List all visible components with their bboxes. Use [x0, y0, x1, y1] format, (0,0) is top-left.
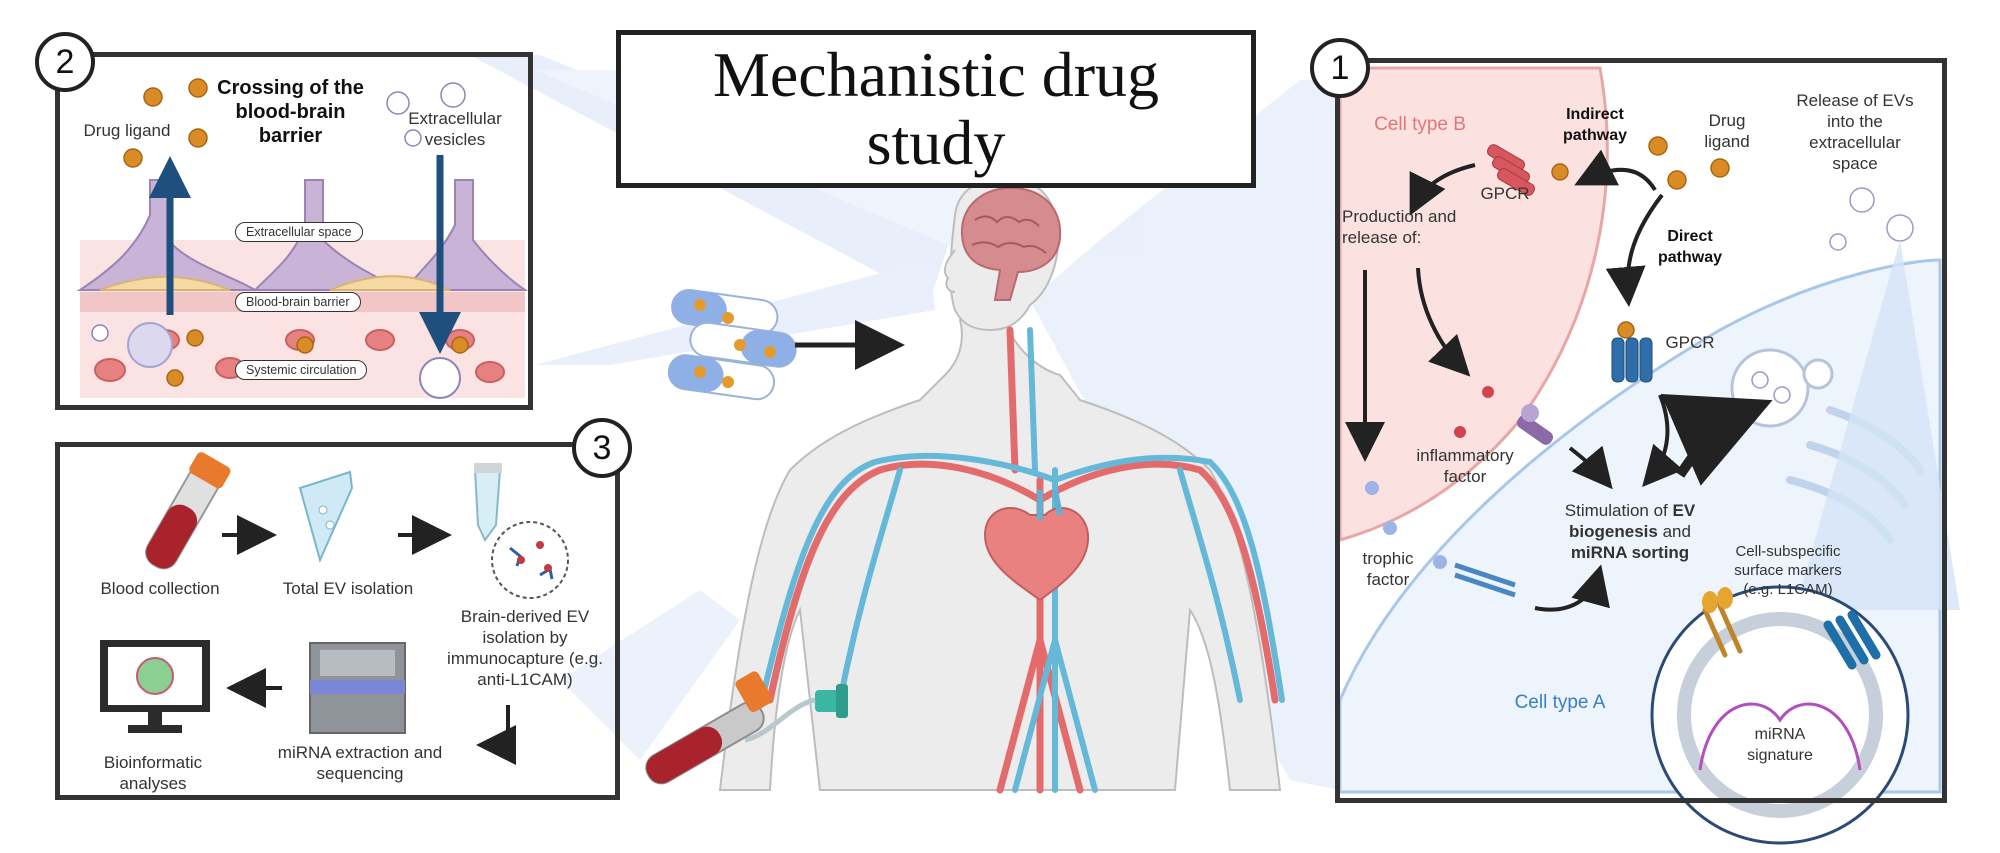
stimulation-label: Stimulation of EV biogenesis and miRNA s…	[1550, 500, 1710, 563]
gpcr-top-label: GPCR	[1480, 184, 1530, 203]
panel-1-box	[1335, 58, 1947, 803]
step-bioinformatic-analyses: Bioinformatic analyses	[103, 753, 203, 793]
inflammatory-factor-label: inflammatory factor	[1416, 446, 1514, 486]
stimulation-prefix: Stimulation of	[1564, 501, 1673, 520]
step-total-ev-isolation: Total EV isolation	[282, 579, 414, 598]
blood-tube-icon	[645, 671, 773, 785]
pill-systemic-circulation: Systemic circulation	[235, 360, 368, 380]
step-brain-derived-ev: Brain-derived EV isolation by immunocapt…	[447, 607, 603, 689]
release-evs-label: Release of EVs into the extracellular sp…	[1796, 91, 1914, 173]
mirna-sorting-text: miRNA sorting	[1570, 543, 1690, 562]
indirect-pathway-label: Indirect pathway	[1562, 106, 1627, 144]
pill-extracellular-space: Extracellular space	[235, 222, 363, 242]
panel-3-graphics	[100, 452, 569, 765]
trophic-factor-label: trophic factor	[1362, 549, 1414, 589]
panel-2-drug-ligand: Drug ligand	[83, 121, 171, 140]
human-figure	[718, 176, 1285, 794]
pills-icon	[667, 288, 797, 401]
mirna-signature-label: miRNA signature	[1747, 726, 1813, 764]
panel-2-box	[55, 52, 533, 410]
panel-2-ev-label: Extracellular vesicles	[408, 109, 502, 149]
panel-1-drug-ligand: Drug ligand	[1704, 111, 1750, 151]
ev-biogenesis-text: EV biogenesis	[1569, 501, 1696, 541]
panel-2-heading: Crossing of the blood-brain barrier	[217, 77, 364, 147]
panel-2-number: 2	[35, 32, 95, 92]
panel-1-number: 1	[1310, 38, 1370, 98]
page-title: Mechanistic drug study	[712, 39, 1160, 178]
gpcr-mid-label: GPCR	[1665, 333, 1715, 352]
panel-3-box	[55, 442, 620, 800]
panel-1-graphics	[1338, 66, 1960, 845]
pill-blood-brain-barrier: Blood-brain barrier	[235, 292, 361, 312]
stimulation-and: and	[1657, 522, 1691, 541]
step-mirna-extraction: miRNA extraction and sequencing	[277, 743, 443, 783]
cell-type-a-label: Cell type A	[1514, 692, 1606, 713]
panel-3-number: 3	[572, 418, 632, 478]
surface-markers-label: Cell-subspecific surface markers (e.g. L…	[1734, 543, 1842, 598]
direct-pathway-label: Direct pathway	[1657, 228, 1722, 266]
title-box: Mechanistic drug study	[616, 30, 1256, 188]
panel-2-graphics	[76, 78, 529, 399]
cell-type-b-label: Cell type B	[1374, 114, 1466, 135]
production-release-label: Production and release of:	[1342, 207, 1457, 247]
step-blood-collection: Blood collection	[100, 579, 220, 598]
